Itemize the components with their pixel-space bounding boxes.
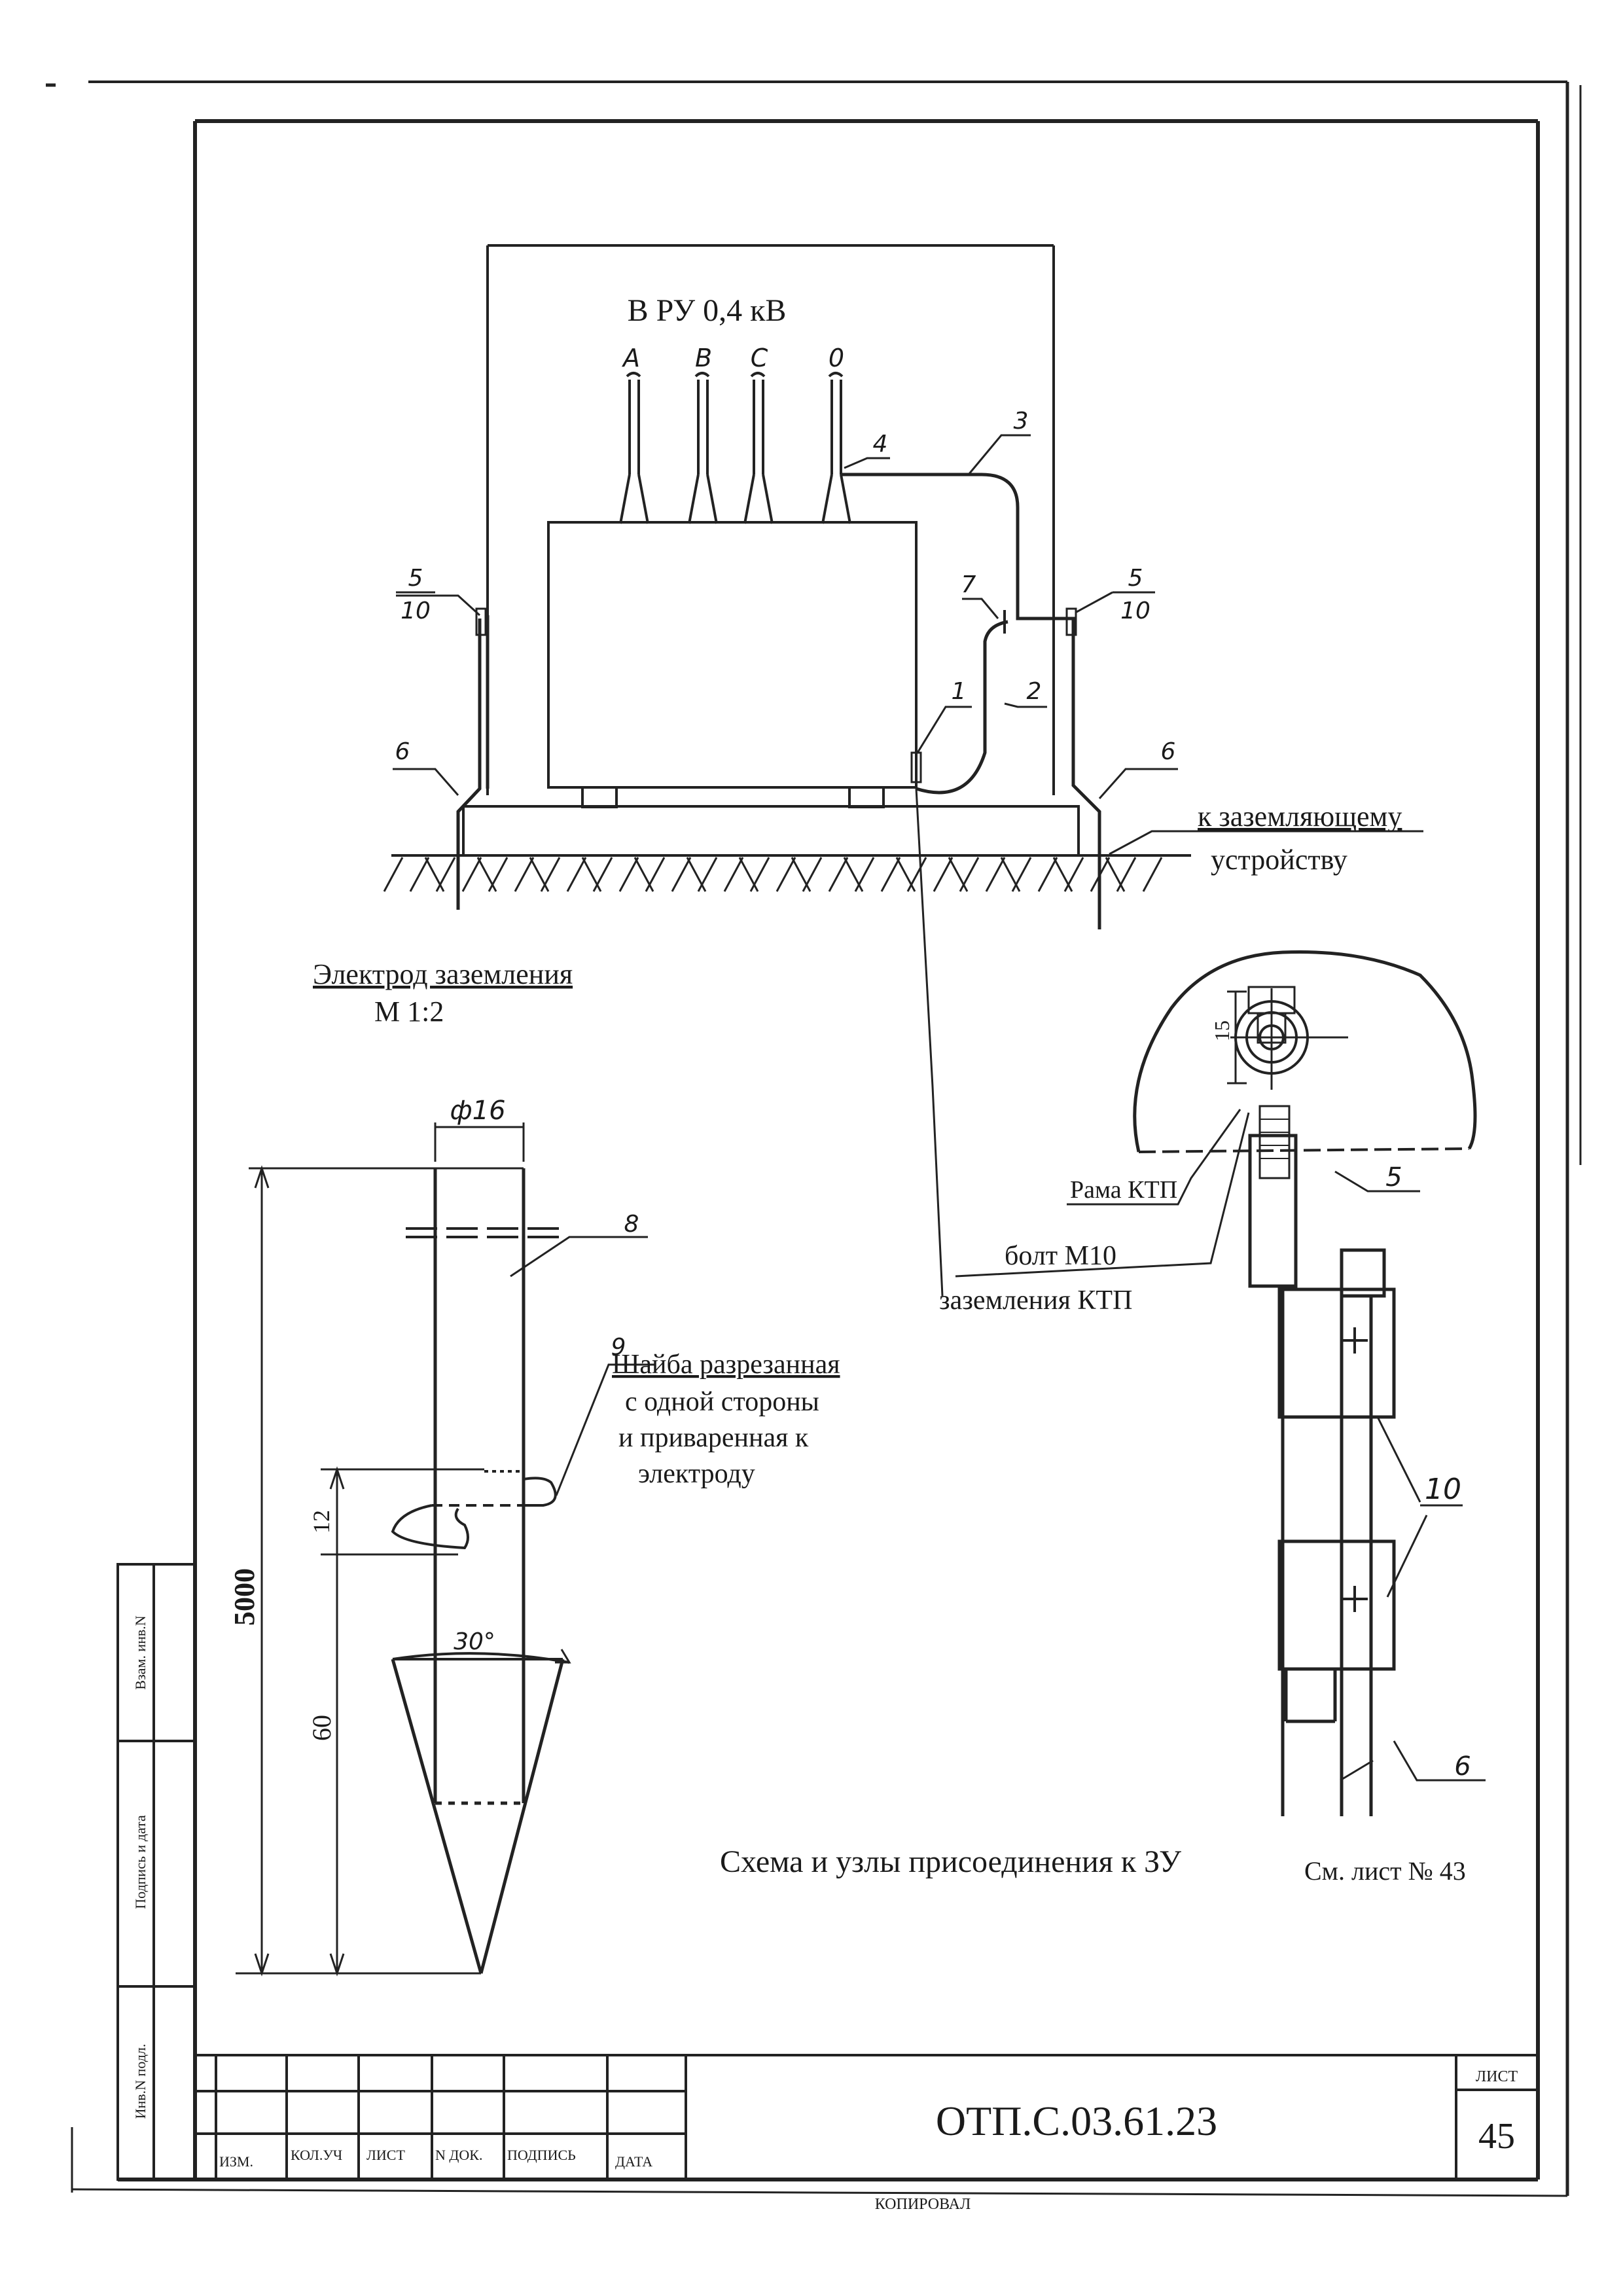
tb-col-list: ЛИСТ bbox=[366, 2147, 405, 2163]
callout-6-right: 6 bbox=[1161, 738, 1176, 765]
electrode-scale: М 1:2 bbox=[374, 996, 444, 1028]
ground-hatching bbox=[383, 857, 1163, 892]
tb-sheet-label: ЛИСТ bbox=[1476, 2068, 1518, 2085]
dim-60: 60 bbox=[307, 1715, 336, 1741]
tb-col-ndok: N ДОК. bbox=[435, 2147, 482, 2163]
callout-10-detail: 10 bbox=[1425, 1473, 1461, 1506]
bus-label: В РУ 0,4 кВ bbox=[628, 293, 787, 328]
document-code: ОТП.С.03.61.23 bbox=[936, 2098, 1217, 2144]
tb-col-podpis: ПОДПИСЬ bbox=[507, 2147, 576, 2163]
callout-6-left: 6 bbox=[395, 738, 410, 765]
note-to-grounding-line2: устройству bbox=[1211, 844, 1347, 876]
detail-dimensions bbox=[955, 990, 1486, 1782]
sheet-number: 45 bbox=[1478, 2116, 1515, 2157]
note-to-grounding-line1: к заземляющему bbox=[1198, 800, 1402, 833]
phase-0-label: 0 bbox=[829, 344, 844, 372]
dim-15: 15 bbox=[1210, 1020, 1234, 1041]
stamp-inv-replace: Взам. инв.N bbox=[132, 1615, 149, 1689]
phase-b-label: B bbox=[695, 344, 712, 372]
title-block bbox=[195, 2054, 1538, 2179]
frame-section bbox=[1133, 950, 1477, 1179]
grounding-conductors bbox=[456, 473, 1101, 929]
dim-12: 12 bbox=[308, 1510, 334, 1534]
sheet-frame bbox=[46, 81, 1582, 2197]
phase-a-label: A bbox=[621, 344, 640, 372]
washer bbox=[391, 1470, 557, 1550]
callout-2: 2 bbox=[1027, 678, 1042, 705]
callout-leaders bbox=[393, 434, 1423, 1297]
bolt-label-line1: болт М10 bbox=[1005, 1241, 1116, 1271]
stamp-sign-date: Подпись и дата bbox=[132, 1815, 149, 1909]
callout-10-left: 10 bbox=[401, 598, 431, 624]
callout-9: 9 bbox=[611, 1334, 626, 1361]
frame-label: Рама КТП bbox=[1070, 1176, 1177, 1204]
callout-4: 4 bbox=[873, 431, 888, 457]
washer-note-line4: электроду bbox=[638, 1459, 755, 1489]
callout-3: 3 bbox=[1014, 408, 1029, 435]
callout-5-left: 5 bbox=[408, 565, 423, 592]
foundation bbox=[391, 805, 1191, 857]
washer-note-line2: с одной стороны bbox=[625, 1387, 819, 1417]
footer-copied: КОПИРОВАЛ bbox=[875, 2196, 971, 2213]
tb-col-kolich: КОЛ.УЧ bbox=[291, 2147, 342, 2163]
dim-angle-30: 30° bbox=[454, 1628, 495, 1655]
transformer-tank bbox=[547, 521, 918, 808]
dim-diameter: ф16 bbox=[450, 1096, 505, 1126]
callout-8: 8 bbox=[624, 1211, 639, 1238]
callout-5-right: 5 bbox=[1128, 565, 1143, 592]
see-sheet-ref: См. лист № 43 bbox=[1304, 1856, 1466, 1886]
transformer-bushings bbox=[619, 372, 851, 524]
callout-5-detail: 5 bbox=[1385, 1162, 1402, 1193]
clamp-plus-marks bbox=[1342, 1327, 1368, 1612]
electrode-title: Электрод заземления bbox=[313, 958, 573, 990]
stamp-inv-original: Инв.N подл. bbox=[132, 2044, 149, 2119]
washer-note-line1: Шайба разрезанная bbox=[612, 1350, 840, 1380]
electrode-rod bbox=[391, 1168, 571, 1974]
callout-10-right: 10 bbox=[1120, 598, 1150, 624]
bracket-strip-assembly bbox=[1248, 1134, 1396, 1816]
callout-1: 1 bbox=[952, 678, 967, 705]
side-stamp bbox=[116, 1563, 196, 2181]
phase-c-label: C bbox=[751, 344, 768, 372]
scheme-title: Схема и узлы присоединения к ЗУ bbox=[720, 1844, 1181, 1879]
dim-length-5000: 5000 bbox=[228, 1568, 260, 1626]
callout-7: 7 bbox=[961, 571, 976, 598]
tb-col-data: ДАТА bbox=[615, 2153, 652, 2170]
electrode-dimensions bbox=[236, 1122, 654, 1977]
bolt-label-line2: заземления КТП bbox=[939, 1285, 1132, 1316]
washer-note-line3: и приваренная к bbox=[618, 1423, 809, 1453]
callout-6-detail: 6 bbox=[1454, 1751, 1471, 1782]
tb-col-izm: ИЗМ. bbox=[219, 2153, 253, 2170]
